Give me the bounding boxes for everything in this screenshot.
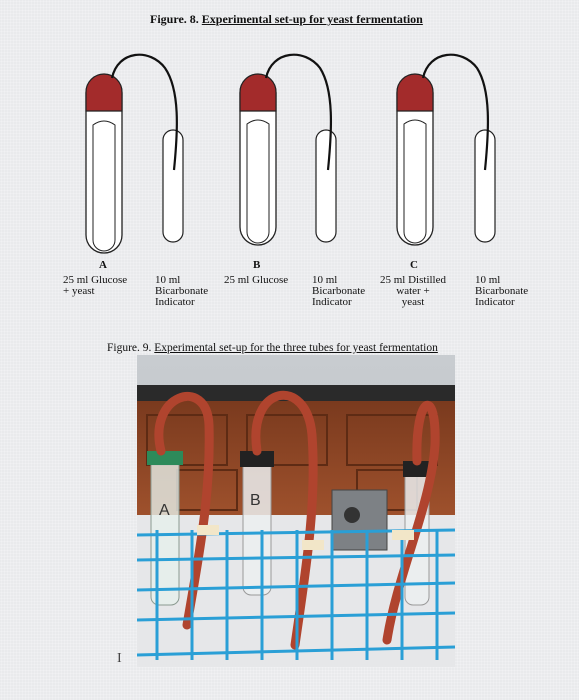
tube-b-indicator-label: 10 ml Bicarbonate Indicator (312, 274, 366, 308)
figure-9-title: Figure. 9. Experimental set-up for the t… (107, 342, 438, 354)
tube-letter-b: B (253, 259, 261, 271)
small-tube-a (162, 129, 184, 243)
grey-box (331, 489, 388, 551)
tube-c-contents-label: 25 ml Distilled water + yeast (380, 274, 446, 308)
figure-8-prefix: Figure. 8. (150, 12, 199, 26)
cabinet (137, 401, 455, 521)
rubber-tubing-a (154, 392, 214, 630)
setup-photo-drawing: A B (137, 355, 455, 667)
tube-pair-a (85, 53, 184, 254)
text-cursor-icon: I (117, 651, 122, 666)
figure-9-caption: Experimental set-up for the three tubes … (154, 342, 438, 354)
photo-mark-a: A (159, 502, 170, 519)
stopper-b (239, 73, 277, 112)
photo-tube-b (242, 454, 272, 596)
stopper-a (85, 73, 123, 112)
tube-a-contents-label: 25 ml Glucose + yeast (63, 274, 128, 297)
setup-photo: A B (137, 355, 455, 667)
small-tube-b (315, 129, 337, 243)
tube-pair-c (396, 53, 496, 246)
delivery-tube-c (421, 53, 490, 171)
stopper-c (396, 73, 434, 112)
tube-b-contents-label: 25 ml Glucose (224, 274, 289, 286)
figure-8-caption: Experimental set-up for yeast fermentati… (201, 12, 423, 26)
photo-tube-a (150, 454, 180, 606)
fermentation-setup-diagram (85, 53, 496, 254)
photo-mark-b: B (250, 492, 261, 509)
delivery-tube-a (110, 53, 178, 171)
tube-letter-a: A (99, 259, 107, 271)
inner-tube-a (92, 120, 116, 252)
figure-8-title: Figure. 8. Experimental set-up for yeast… (150, 12, 423, 27)
rubber-tubing-b (251, 390, 318, 650)
tube-c-indicator-label: 10 ml Bicarbonate Indicator (475, 274, 529, 308)
tube-pair-b (239, 53, 337, 246)
inner-tube-b (246, 119, 270, 244)
small-tube-c (474, 129, 496, 243)
delivery-tube-b (264, 53, 333, 171)
inner-tube-c (403, 119, 427, 244)
tube-a-indicator-label: 10 ml Bicarbonate Indicator (155, 274, 209, 308)
figure-9-prefix: Figure. 9. (107, 342, 152, 354)
tube-letter-c: C (410, 259, 418, 271)
